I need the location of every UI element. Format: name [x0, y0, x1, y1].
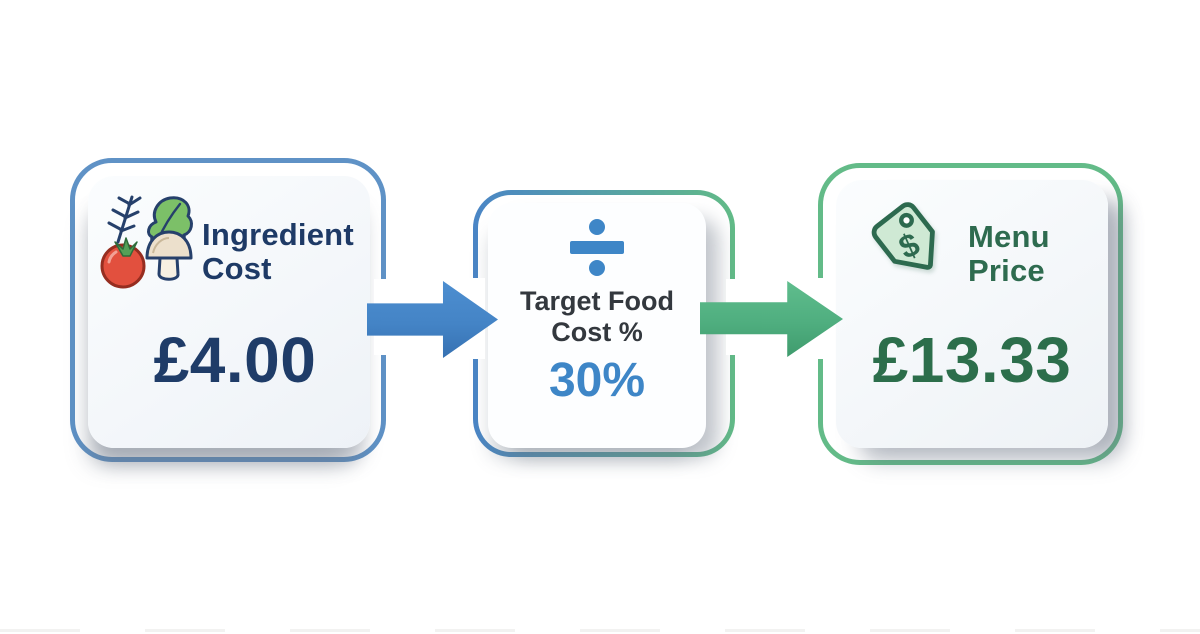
- ingredient-title-line1: Ingredient: [202, 217, 354, 252]
- ingredient-title-line2: Cost: [202, 251, 272, 286]
- ingredient-cost-value: £4.00: [153, 324, 317, 396]
- menu-title-line2: Price: [968, 253, 1045, 288]
- price-tag-icon: $: [871, 202, 935, 270]
- target-title-line2: Cost %: [551, 317, 643, 347]
- ingredient-cost-card: Ingredient Cost £4.00: [70, 158, 386, 462]
- ingredient-card-body: Ingredient Cost £4.00: [88, 176, 370, 448]
- division-icon-bar: [570, 241, 624, 254]
- bottom-edge-artifact: [0, 629, 1200, 632]
- target-title-line1: Target Food: [520, 286, 674, 316]
- target-food-cost-value: 30%: [548, 354, 646, 407]
- target-food-cost-card: Target Food Cost % 30%: [473, 190, 735, 457]
- menu-card-header: $ Menu Price: [862, 194, 1050, 290]
- division-icon-bottom-dot: [589, 260, 605, 276]
- division-icon-top-dot: [589, 219, 605, 235]
- target-card-body: Target Food Cost % 30%: [488, 203, 706, 448]
- division-icon: [569, 219, 625, 276]
- menu-card-title: Menu Price: [968, 220, 1050, 288]
- menu-price-card: $ Menu Price £13.33: [818, 163, 1123, 465]
- menu-title-line1: Menu: [968, 219, 1050, 254]
- menu-card-body: $ Menu Price £13.33: [836, 180, 1108, 448]
- ingredient-card-header: Ingredient Cost: [96, 192, 354, 292]
- target-card-title: Target Food Cost %: [488, 286, 706, 348]
- vegetables-icon: [100, 195, 193, 289]
- ingredient-card-title: Ingredient Cost: [202, 218, 354, 286]
- menu-price-value: £13.33: [872, 324, 1072, 396]
